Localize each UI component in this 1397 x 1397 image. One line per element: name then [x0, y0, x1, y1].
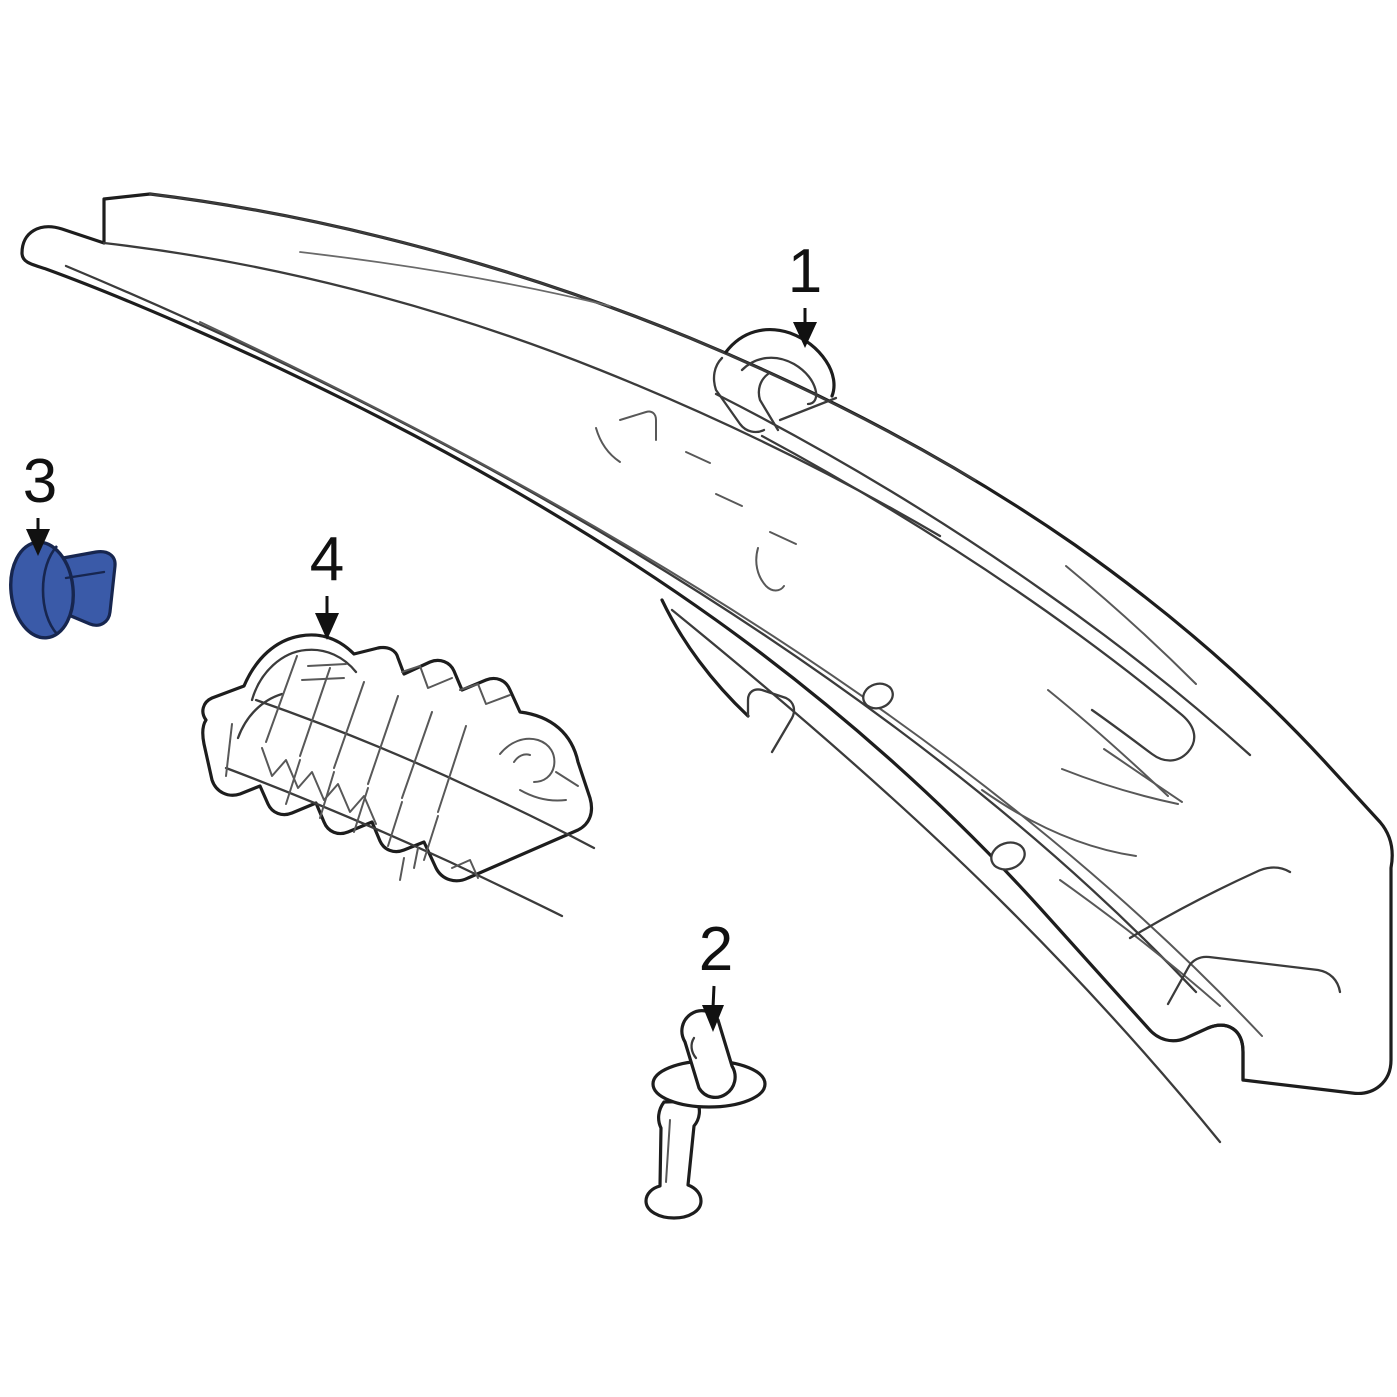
- callout-3[interactable]: 3: [23, 447, 57, 556]
- callout-1[interactable]: 1: [788, 237, 822, 348]
- clip-flange-edge: [41, 545, 58, 635]
- callout-2-arrowhead: [702, 1005, 724, 1032]
- callout-3-arrowhead: [26, 529, 50, 556]
- callout-4-arrowhead: [315, 613, 339, 640]
- callout-1-arrowhead: [793, 322, 817, 348]
- part-trim-panel[interactable]: [20, 192, 1394, 1144]
- part-lamp-assembly[interactable]: [201, 633, 596, 918]
- callout-3-number: 3: [23, 447, 57, 516]
- callout-4-number: 4: [310, 525, 344, 594]
- callout-1-number: 1: [788, 237, 822, 306]
- callout-2-leader: [711, 985, 716, 1009]
- clip-stem-highlight: [64, 570, 106, 580]
- callout-2-number: 2: [699, 915, 733, 984]
- part-screw[interactable]: [644, 1009, 767, 1220]
- callout-2[interactable]: 2: [699, 915, 733, 1032]
- callout-4[interactable]: 4: [310, 525, 344, 640]
- part-retainer-clip[interactable]: [6, 539, 117, 641]
